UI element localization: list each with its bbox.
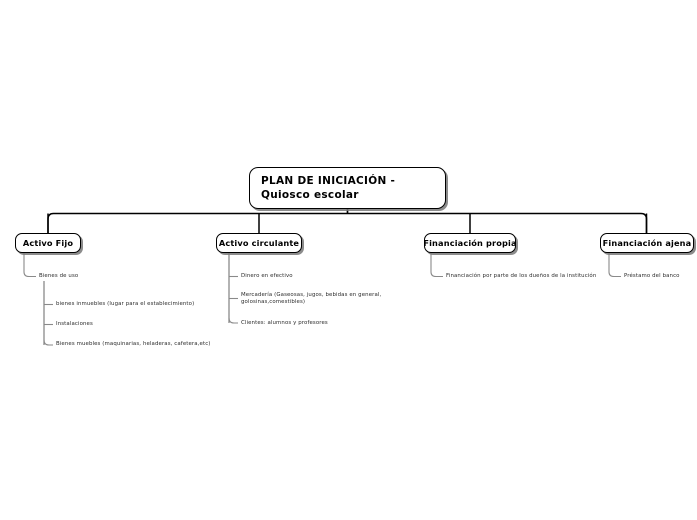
leaf-clientes[interactable]: Clientes: alumnos y profesores xyxy=(241,319,328,326)
branch-label: Financiación ajena xyxy=(602,238,692,248)
branch-node-activo-circulante[interactable]: Activo circulante xyxy=(216,233,302,253)
root-title-line-2: Quiosco escolar xyxy=(261,189,359,201)
leaf-bienes-muebles[interactable]: Bienes muebles (maquinarias, heladeras, … xyxy=(56,341,211,347)
branch-node-financiacion-ajena[interactable]: Financiación ajena xyxy=(600,233,694,253)
leaf-bienes-de-uso[interactable]: Bienes de uso xyxy=(39,273,79,279)
leaf-financiacion-duenos[interactable]: Financiación por parte de los dueños de … xyxy=(446,273,597,279)
root-node[interactable]: PLAN DE INICIACIÓN - Quiosco escolar xyxy=(249,167,446,209)
connector-b0-leaf0 xyxy=(23,253,36,278)
branch-label: Activo circulante xyxy=(218,238,300,248)
connector-b3-leaf0 xyxy=(608,253,621,278)
connector-b1-leaf2 xyxy=(228,317,238,324)
leaf-prestamo-del-banco[interactable]: Préstamo del banco xyxy=(624,273,680,279)
branch-node-activo-fijo[interactable]: Activo Fijo xyxy=(15,233,81,253)
branch-label: Activo Fijo xyxy=(22,238,74,248)
connector-b2-leaf0 xyxy=(430,253,443,278)
branch-label: Financiación propia xyxy=(423,238,517,248)
leaf-instalaciones[interactable]: Instalaciones xyxy=(56,321,93,327)
branch-node-financiacion-propia[interactable]: Financiación propia xyxy=(423,233,517,253)
root-title-line-1: PLAN DE INICIACIÓN - xyxy=(261,175,396,187)
connector-b0-sub2 xyxy=(43,339,53,346)
leaf-bienes-inmuebles[interactable]: bienes inmuebles (lugar para el establec… xyxy=(56,301,195,307)
leaf-dinero-en-efectivo[interactable]: Dinero en efectivo xyxy=(241,273,293,279)
connector-bus xyxy=(47,212,648,253)
leaf-mercaderia[interactable]: Mercadería (Gaseosas, jugos, bebidas en … xyxy=(241,292,382,306)
